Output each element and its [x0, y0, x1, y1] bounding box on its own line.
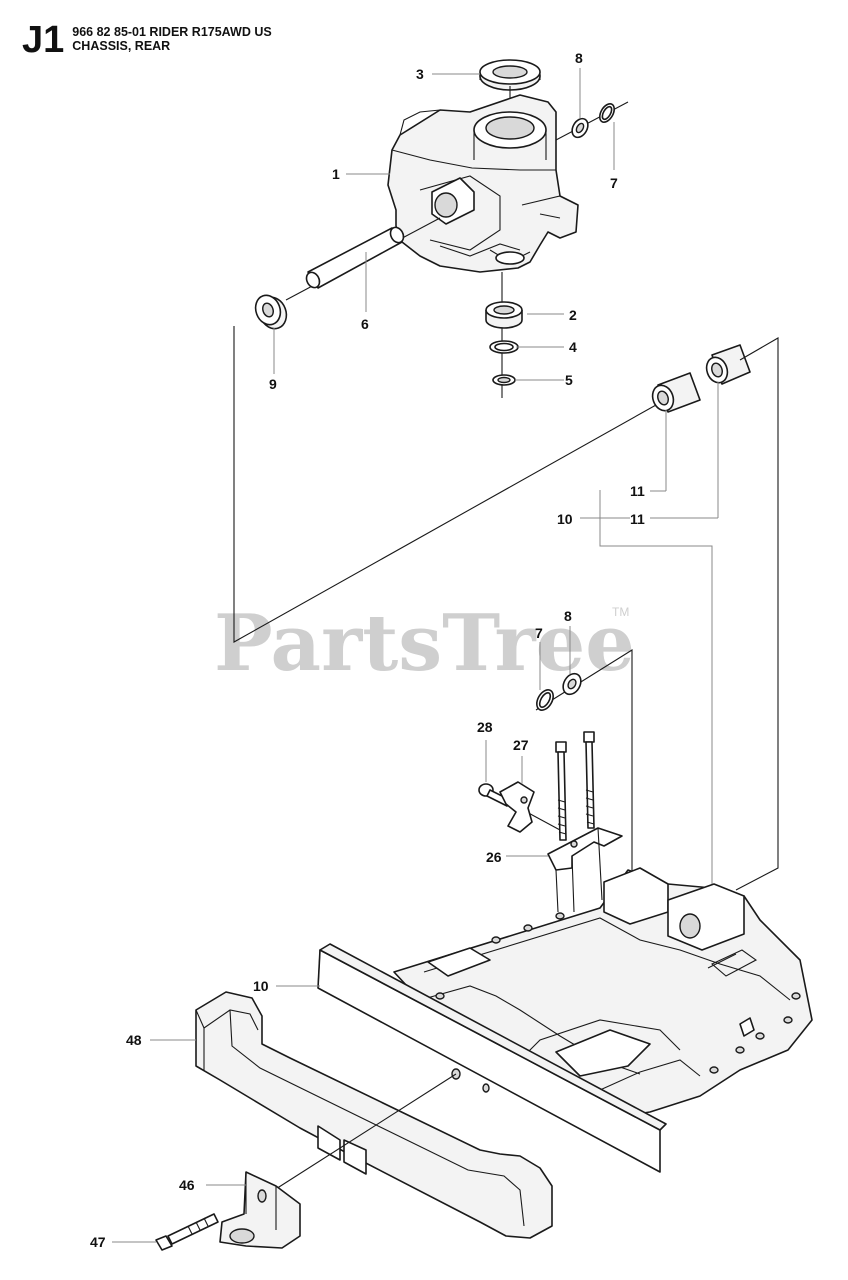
callout-4[interactable]: 4 — [569, 339, 577, 355]
callout-8-top[interactable]: 8 — [575, 50, 583, 66]
watermark-text: PartsTree — [214, 598, 635, 689]
part-11-spacer-b[interactable] — [703, 344, 751, 386]
callout-7-top[interactable]: 7 — [610, 175, 618, 191]
part-1-housing[interactable] — [387, 94, 579, 273]
callout-11-b[interactable]: 11 — [630, 511, 645, 527]
part-7-ring-lower[interactable] — [533, 687, 556, 713]
part-2-bearing[interactable] — [485, 301, 523, 329]
callout-9[interactable]: 9 — [269, 376, 277, 392]
part-8-washer-lower[interactable] — [560, 670, 585, 697]
part-10-front-bar[interactable] — [317, 943, 667, 1173]
callout-11-a[interactable]: 11 — [630, 483, 645, 499]
watermark-trademark: TM — [612, 605, 629, 619]
part-47-bolt[interactable] — [155, 1213, 219, 1251]
callout-5[interactable]: 5 — [565, 372, 573, 388]
callout-48[interactable]: 48 — [126, 1032, 142, 1048]
callout-46[interactable]: 46 — [179, 1177, 195, 1193]
part-46-mount-bracket[interactable] — [219, 1171, 301, 1249]
callout-1[interactable]: 1 — [332, 166, 340, 182]
callout-27[interactable]: 27 — [513, 737, 529, 753]
part-48-bumper[interactable] — [195, 991, 553, 1239]
part-6-pin[interactable] — [304, 225, 406, 290]
title-block: 966 82 85-01 RIDER R175AWD US CHASSIS, R… — [72, 25, 271, 53]
part-10-chassis-frame[interactable] — [393, 867, 813, 1119]
callout-10-lower[interactable]: 10 — [253, 978, 269, 994]
callout-3[interactable]: 3 — [416, 66, 424, 82]
callout-2[interactable]: 2 — [569, 307, 577, 323]
part-9-bushing[interactable] — [252, 292, 291, 333]
part-11-spacer-a[interactable] — [649, 372, 701, 414]
callout-47[interactable]: 47 — [90, 1234, 106, 1250]
model-line: 966 82 85-01 RIDER R175AWD US — [72, 25, 272, 39]
part-5-washer[interactable] — [492, 374, 516, 386]
part-8-washer-top[interactable] — [569, 116, 591, 140]
part-4-circlip[interactable] — [489, 340, 519, 354]
part-26-bracket[interactable] — [547, 827, 623, 913]
part-27-clip[interactable] — [499, 781, 535, 833]
leader-lines — [112, 68, 719, 1243]
part-3-seal[interactable] — [479, 59, 541, 91]
callout-28[interactable]: 28 — [477, 719, 493, 735]
diagram-header: J1 966 82 85-01 RIDER R175AWD US CHASSIS… — [22, 19, 272, 61]
callout-7-lower[interactable]: 7 — [535, 625, 543, 641]
callout-10-upper[interactable]: 10 — [557, 511, 573, 527]
callout-6[interactable]: 6 — [361, 316, 369, 332]
long-bolt-a[interactable] — [555, 741, 567, 841]
section-line: CHASSIS, REAR — [72, 39, 171, 53]
callout-26[interactable]: 26 — [486, 849, 502, 865]
callout-8-lower[interactable]: 8 — [564, 608, 572, 624]
page-code: J1 — [22, 19, 65, 61]
long-bolt-b[interactable] — [583, 731, 595, 829]
part-7-ring-top[interactable] — [597, 101, 617, 124]
